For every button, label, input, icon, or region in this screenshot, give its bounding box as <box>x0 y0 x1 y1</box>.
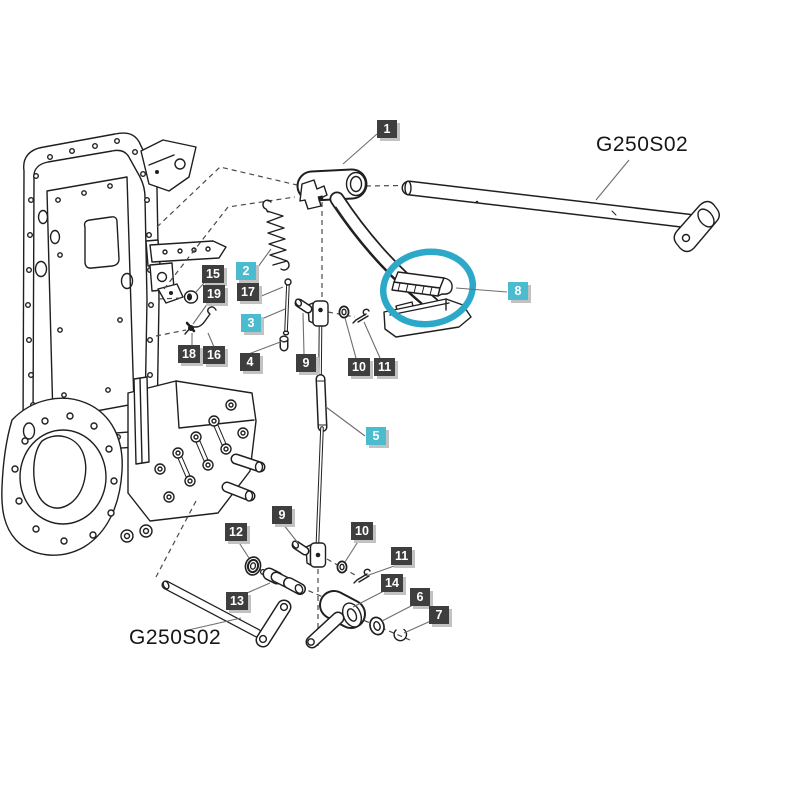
part-label-9-lower[interactable]: 9 <box>272 506 292 524</box>
top-bracket <box>140 139 197 192</box>
part-label-15[interactable]: 15 <box>202 265 224 283</box>
part-label-10-upper[interactable]: 10 <box>348 358 370 376</box>
pedal-hub-bore <box>345 171 367 197</box>
leader-lines <box>183 133 630 634</box>
part-label-4[interactable]: 4 <box>240 353 260 371</box>
part-label-14[interactable]: 14 <box>381 574 403 592</box>
assembly-code-bottom: G250S02 <box>129 626 222 649</box>
pull-rod <box>282 278 292 336</box>
clevis-upper <box>312 300 329 327</box>
cross-shaft-rod-top <box>401 180 720 253</box>
snap-ring <box>393 628 408 642</box>
bell-housing <box>1 397 123 556</box>
part-label-1[interactable]: 1 <box>377 120 397 138</box>
part-label-12[interactable]: 12 <box>225 523 247 541</box>
bushing <box>279 335 289 352</box>
part-label-11-upper[interactable]: 11 <box>374 358 396 376</box>
pedal-toe-plate <box>383 298 472 338</box>
bolt-bosses <box>154 399 249 503</box>
gearbox <box>120 376 266 543</box>
cotter-pin-upper <box>352 308 370 324</box>
pedal-pad-highlight-ellipse <box>379 248 477 328</box>
part-label-2[interactable]: 2 <box>236 262 256 280</box>
part-label-16[interactable]: 16 <box>203 346 225 364</box>
release-lever-hub <box>305 590 366 649</box>
return-spring <box>262 199 290 271</box>
washer-lower <box>336 560 348 574</box>
part-label-10-lower[interactable]: 10 <box>351 522 373 540</box>
part-label-17[interactable]: 17 <box>237 283 259 301</box>
part-label-11-lower[interactable]: 11 <box>391 547 413 565</box>
link-rod-assembly <box>305 300 329 568</box>
part-label-9-upper[interactable]: 9 <box>296 354 316 372</box>
washer-12 <box>244 556 262 576</box>
part-label-19[interactable]: 19 <box>203 285 225 303</box>
shoulder-pin-13 <box>260 567 306 595</box>
pivot-bolt <box>185 321 196 333</box>
transmission-housing <box>1 132 266 556</box>
pedal-pad <box>391 271 453 297</box>
shaft-end-plate <box>673 200 720 253</box>
grommet <box>183 290 199 304</box>
part-label-18[interactable]: 18 <box>178 345 200 363</box>
part-label-13[interactable]: 13 <box>226 592 248 610</box>
part-label-6[interactable]: 6 <box>410 588 430 606</box>
part-label-5[interactable]: 5 <box>366 427 386 445</box>
part-label-3[interactable]: 3 <box>241 314 261 332</box>
part-label-7[interactable]: 7 <box>429 606 449 624</box>
washer-upper <box>338 305 350 319</box>
part-label-8[interactable]: 8 <box>508 282 528 300</box>
side-bracket-arm <box>145 239 227 304</box>
assembly-code-top: G250S02 <box>596 133 689 156</box>
cotter-pin-lower <box>353 568 371 584</box>
thrust-washer <box>369 616 385 636</box>
cross-shaft-rod-bottom <box>161 580 292 648</box>
clevis-pin-upper <box>294 298 313 314</box>
rod-pin-head <box>284 278 292 286</box>
clevis-pin-lower <box>291 540 310 556</box>
